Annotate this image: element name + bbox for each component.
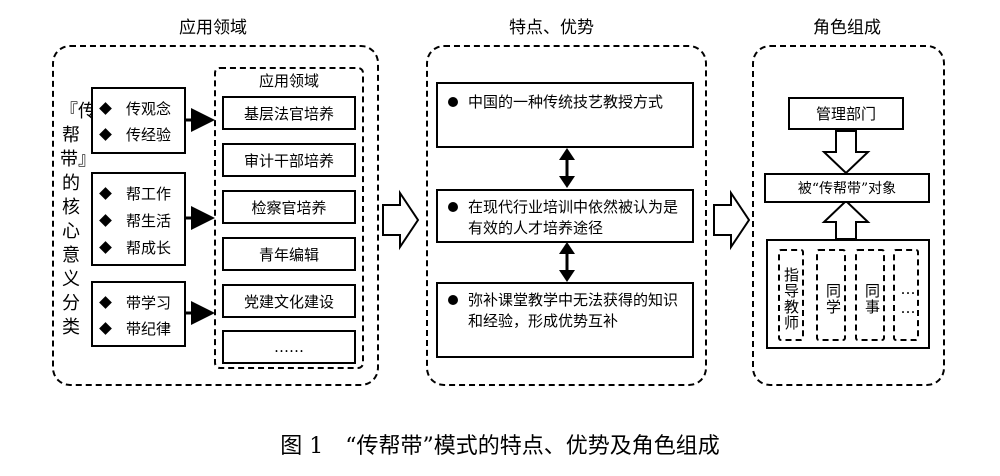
role-item: 指导教师 <box>778 249 804 341</box>
fields-header: 应用领域 <box>258 72 319 90</box>
bullet-icon <box>448 202 458 212</box>
manager-box: 管理部门 <box>788 97 904 130</box>
double-arrow-1 <box>559 148 575 188</box>
meaning-item: 帮成长 <box>97 234 180 261</box>
middle-section-frame <box>426 45 707 386</box>
meaning-group-1: 传观念 传经验 <box>91 87 186 154</box>
bullet-icon <box>448 97 458 107</box>
diamond-icon <box>99 321 112 335</box>
right-section-frame <box>752 45 945 386</box>
role-item: …… <box>893 249 919 341</box>
core-meaning-label: 『传帮带』的核心意义分类 <box>60 101 96 338</box>
figure-caption: 图 1 “传帮带”模式的特点、优势及角色组成 <box>280 434 720 459</box>
feature-text: 中国的一种传统技艺教授方式 <box>468 93 664 111</box>
meaning-item: 帮生活 <box>97 207 180 234</box>
meaning-item: 传观念 <box>97 95 180 121</box>
field-item: 党建文化建设 <box>222 284 356 318</box>
feature-box-2: 在现代行业培训中依然被认为是有效的人才培养途径 <box>436 189 694 243</box>
manager-arrow <box>821 130 871 175</box>
section-arrow-1 <box>382 189 420 251</box>
diamond-icon <box>99 127 112 141</box>
feature-box-3: 弥补课堂教学中无法获得的知识和经验，形成优势互补 <box>436 282 694 358</box>
field-item: 基层法官培养 <box>222 96 356 130</box>
meaning-item: 带纪律 <box>97 315 180 341</box>
target-box: 被“传帮带”对象 <box>764 173 930 203</box>
feature-text: 弥补课堂教学中无法获得的知识和经验，形成优势互补 <box>468 291 679 330</box>
diamond-icon <box>99 187 112 200</box>
feature-box-1: 中国的一种传统技艺教授方式 <box>436 82 694 148</box>
field-item: …… <box>222 330 356 364</box>
roles-frame <box>766 239 930 349</box>
diamond-icon <box>99 241 112 254</box>
role-item: 同学 <box>816 249 846 341</box>
diamond-icon <box>99 101 112 115</box>
feature-text: 在现代行业培训中依然被认为是有效的人才培养途径 <box>468 198 679 237</box>
meaning-group-3: 带学习 带纪律 <box>91 281 186 347</box>
field-item: 审计干部培养 <box>222 143 356 177</box>
role-item: 同事 <box>855 249 885 341</box>
meaning-item: 传经验 <box>97 121 180 147</box>
diamond-icon <box>99 295 112 309</box>
double-arrow-2 <box>559 242 575 282</box>
meaning-item: 帮工作 <box>97 180 180 207</box>
section-arrow-2 <box>713 189 751 251</box>
field-item: 检察官培养 <box>222 190 356 224</box>
left-section-title: 应用领域 <box>179 18 247 38</box>
left-section-frame <box>52 45 379 386</box>
diamond-icon <box>99 214 112 227</box>
meaning-group-2: 帮工作 帮生活 帮成长 <box>91 172 186 266</box>
fields-frame <box>214 67 364 369</box>
right-section-title: 角色组成 <box>813 18 881 38</box>
field-item: 青年编辑 <box>222 237 356 271</box>
meaning-item: 带学习 <box>97 289 180 315</box>
roles-arrow <box>821 199 871 240</box>
bullet-icon <box>448 295 458 305</box>
middle-section-title: 特点、优势 <box>509 18 594 38</box>
